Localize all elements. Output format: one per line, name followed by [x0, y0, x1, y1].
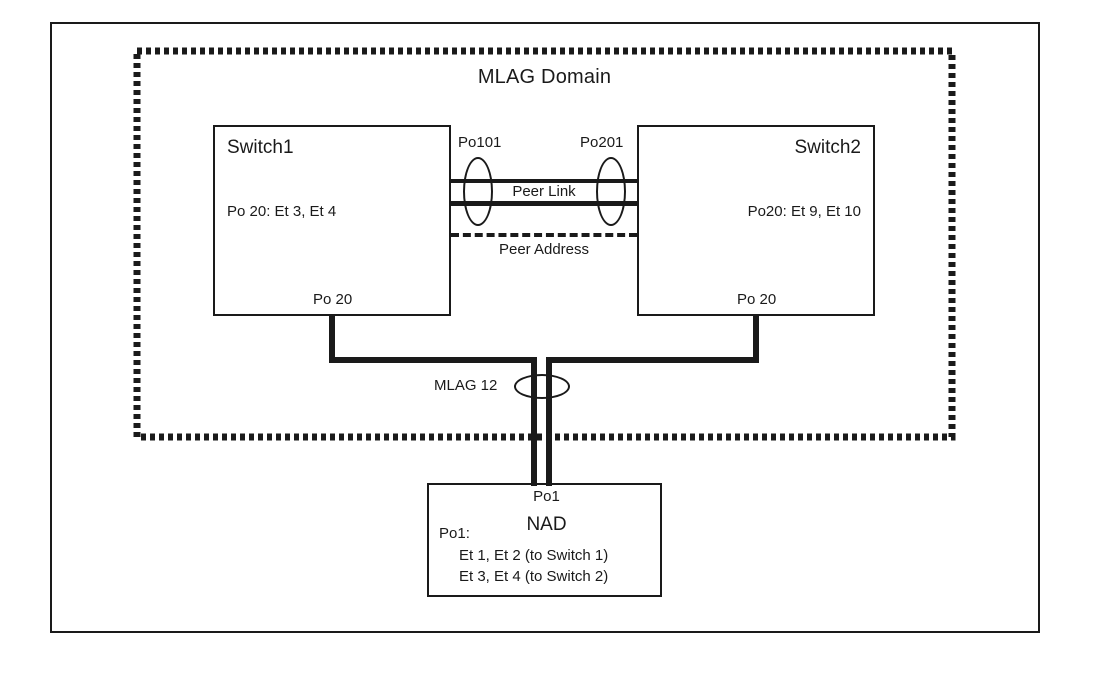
- mlag-domain-title: MLAG Domain: [477, 66, 612, 88]
- mlag-domain-rect: [133, 47, 956, 441]
- peer-link-line-bottom: [451, 201, 637, 206]
- peer-address-line: [451, 233, 637, 237]
- nad-box: Po1 NAD Po1: Et 1, Et 2 (to Switch 1) Et…: [427, 483, 662, 597]
- switch2-name: Switch2: [794, 137, 861, 158]
- peer-address-label: Peer Address: [498, 241, 590, 258]
- nad-member-line: Et 3, Et 4 (to Switch 2): [459, 568, 609, 585]
- po201-ellipse: [596, 157, 626, 226]
- mlag-domain-boundary: MLAG Domain: [133, 47, 956, 441]
- switch2-box: Switch2 Po20: Et 9, Et 10 Po 20: [637, 125, 875, 316]
- switch1-bottom-port-label: Po 20: [313, 291, 353, 308]
- nad-member-line: Et 1, Et 2 (to Switch 1): [459, 547, 609, 564]
- nad-name: NAD: [526, 514, 567, 535]
- po201-label: Po201: [580, 134, 624, 151]
- peer-link-label: Peer Link: [451, 183, 637, 200]
- switch1-portchannel-detail: Po 20: Et 3, Et 4: [227, 203, 337, 220]
- nad-top-port-label: Po1: [533, 488, 560, 505]
- switch2-portchannel-detail: Po20: Et 9, Et 10: [747, 203, 861, 220]
- po101-ellipse: [463, 157, 493, 226]
- peer-link-line-top: [451, 179, 637, 184]
- mlag12-ellipse: [514, 374, 570, 399]
- switch2-bottom-port-label: Po 20: [737, 291, 777, 308]
- mlag12-label: MLAG 12: [434, 377, 498, 394]
- po101-label: Po101: [458, 134, 502, 151]
- nad-portchannel-label: Po1:: [439, 525, 470, 542]
- switch1-box: Switch1 Po 20: Et 3, Et 4 Po 20: [213, 125, 451, 316]
- switch1-name: Switch1: [227, 137, 294, 158]
